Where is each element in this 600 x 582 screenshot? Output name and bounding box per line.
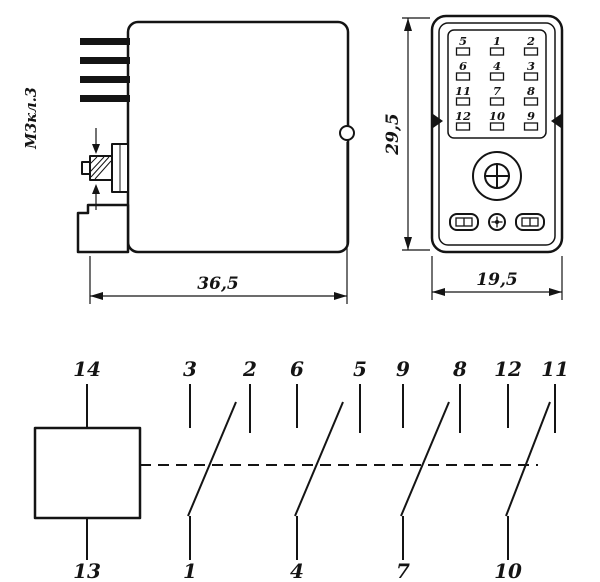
pin-hole — [489, 122, 505, 131]
contact-group: 3 2 1 — [183, 357, 257, 582]
pin-number-label: 12 — [455, 109, 471, 123]
arrow-up-icon — [404, 18, 412, 31]
pin-number-label: 2 — [526, 34, 535, 48]
arrow-down-icon — [404, 237, 412, 250]
contact-group: 9 8 7 — [396, 357, 467, 582]
pin-panel — [447, 29, 547, 139]
thread-hatch — [90, 156, 110, 178]
pin — [80, 57, 130, 64]
pin-number-label: 5 — [459, 34, 467, 48]
arrow-left-icon — [432, 288, 445, 296]
thread-callout: М3кл.3 — [23, 87, 100, 210]
side-view: М3кл.3 36,5 — [23, 20, 355, 304]
no-pin-label: 5 — [353, 357, 367, 381]
height-dim-label: 29,5 — [383, 113, 403, 155]
pin-number-label: 6 — [459, 59, 467, 73]
common-pin-label: 1 — [183, 559, 197, 582]
pin-number-label: 4 — [493, 59, 501, 73]
no-pin-label: 8 — [452, 357, 467, 381]
pin-hole — [523, 47, 539, 56]
pin-hole — [489, 72, 505, 81]
pin-number-label: 7 — [493, 84, 501, 98]
pin-number-label: 10 — [489, 109, 505, 123]
pin-hole — [455, 72, 471, 81]
nc-pin-label: 3 — [183, 357, 197, 381]
no-pin-label: 2 — [242, 357, 257, 381]
pin-hole — [523, 72, 539, 81]
width-dim-label: 19,5 — [476, 270, 517, 290]
mounting-flange — [76, 203, 130, 254]
pilot-center-dot — [495, 220, 499, 224]
common-pin-label: 4 — [290, 559, 304, 582]
coil-pin-label-top: 14 — [73, 357, 101, 381]
key-notch-right — [551, 114, 561, 128]
side-hole — [339, 125, 355, 141]
contact-blade — [400, 401, 450, 517]
relay-body-outline — [126, 20, 350, 254]
schematic: 14 13 3 2 1 6 5 4 9 8 — [33, 357, 569, 582]
arrow-up-icon — [92, 184, 100, 194]
nc-pin-label: 6 — [290, 357, 304, 381]
thread-hatch — [89, 156, 105, 173]
relay-pins — [80, 38, 130, 102]
contact-blade — [505, 401, 551, 517]
pin — [80, 76, 130, 83]
arrow-right-icon — [334, 292, 347, 300]
key-notch-left — [433, 114, 443, 128]
arrow-down-icon — [92, 144, 100, 154]
pin-number-label: 3 — [527, 59, 535, 73]
no-pin-label: 11 — [541, 357, 569, 381]
pin — [80, 38, 130, 45]
pin-hole — [523, 97, 539, 106]
contact-blade — [294, 401, 344, 517]
front-body-outline — [430, 14, 564, 254]
pin-hole — [455, 122, 471, 131]
pin-number-label: 1 — [493, 34, 501, 48]
pin-hole — [489, 47, 505, 56]
center-screw — [472, 151, 522, 201]
coil-pin-label-bottom: 13 — [73, 559, 101, 582]
width-dim-label: 36,5 — [197, 274, 238, 294]
front-view: 5 1 2 6 4 3 11 7 8 12 10 9 — [383, 14, 564, 300]
mounting-stud — [81, 143, 129, 193]
pin-hole — [489, 97, 505, 106]
pin-number-label: 9 — [527, 109, 535, 123]
pin-number-label: 11 — [455, 84, 471, 98]
arrow-right-icon — [549, 288, 562, 296]
pin-grid: 5 1 2 6 4 3 11 7 8 12 10 9 — [455, 34, 539, 131]
front-width-dimension: 19,5 — [431, 256, 563, 300]
contact-group: 12 11 10 — [494, 357, 569, 582]
common-pin-label: 10 — [494, 559, 522, 582]
thread-hatch — [89, 156, 98, 165]
pin-hole — [523, 122, 539, 131]
front-inner-outline — [438, 22, 556, 246]
nc-pin-label: 9 — [396, 357, 410, 381]
arrow-left-icon — [90, 292, 103, 300]
pin — [80, 95, 130, 102]
stud-tip — [81, 161, 91, 175]
coil-symbol — [33, 426, 142, 520]
thread-label: М3кл.3 — [23, 87, 40, 150]
nc-pin-label: 12 — [494, 357, 522, 381]
bottom-slots — [449, 213, 545, 231]
side-width-dimension: 36,5 — [89, 142, 348, 304]
pin-hole — [455, 97, 471, 106]
thread-hatch — [94, 160, 112, 180]
contact-blade — [187, 401, 237, 517]
contact-group: 6 5 4 — [290, 357, 367, 582]
front-height-dimension: 29,5 — [383, 17, 430, 251]
pin-number-label: 8 — [527, 84, 535, 98]
pin-hole — [455, 47, 471, 56]
common-pin-label: 7 — [396, 559, 410, 582]
